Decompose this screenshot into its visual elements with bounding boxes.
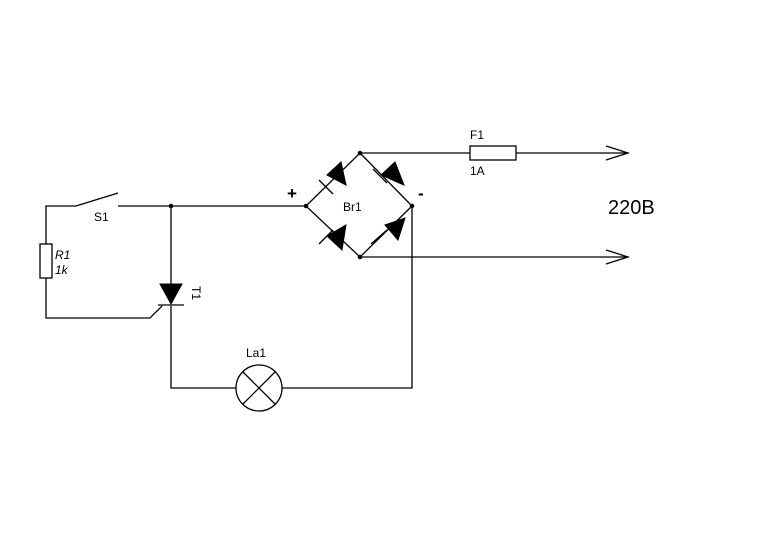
resistor-body	[39, 243, 53, 279]
bridge-plus-sign: +	[287, 184, 297, 203]
wires	[45, 152, 628, 389]
bridge-label: Br1	[343, 200, 362, 214]
output-arrow-top	[605, 145, 631, 161]
switch-s1: S1	[75, 192, 119, 224]
resistor-r1: R1 1k	[39, 243, 70, 279]
fuse-ref-label: F1	[470, 128, 484, 142]
switch-contact-lever	[75, 192, 119, 207]
wire-switch-left	[45, 205, 76, 244]
thyristor-label: T1	[189, 286, 203, 300]
fuse-value-label: 1A	[470, 164, 485, 178]
bridge-diamond	[305, 152, 413, 258]
resistor-value-label: 1k	[55, 263, 69, 277]
lamp-la1: La1	[235, 346, 283, 412]
lamp-cross-b	[242, 371, 276, 405]
wire-thyristor-to-lamp	[170, 306, 236, 389]
bridge-diode-upper-right	[372, 161, 405, 186]
bridge-diode-upper-left	[318, 161, 347, 195]
junction-dots	[168, 150, 415, 260]
lamp-label: La1	[246, 346, 266, 360]
switch-label: S1	[94, 210, 109, 224]
fuse-f1: F1 1A	[469, 128, 517, 178]
output-voltage-label: 220B	[608, 197, 655, 219]
lamp-circle	[235, 364, 283, 412]
thyristor-t1: T1	[158, 283, 203, 306]
fuse-body	[469, 145, 517, 161]
bridge-br1: Br1 + -	[287, 152, 424, 258]
resistor-ref-label: R1	[55, 248, 70, 262]
wire-resistor-gate	[45, 278, 163, 319]
bridge-minus-sign: -	[418, 184, 424, 203]
wire-lamp-to-bridge	[282, 206, 413, 389]
junction-dot	[168, 203, 174, 209]
output-arrows: 220B	[605, 145, 655, 265]
output-arrow-bottom	[605, 249, 631, 265]
thyristor-triangle	[159, 283, 183, 306]
bridge-diode-lower-left	[318, 224, 347, 252]
bridge-diode-lower-right	[370, 217, 406, 245]
